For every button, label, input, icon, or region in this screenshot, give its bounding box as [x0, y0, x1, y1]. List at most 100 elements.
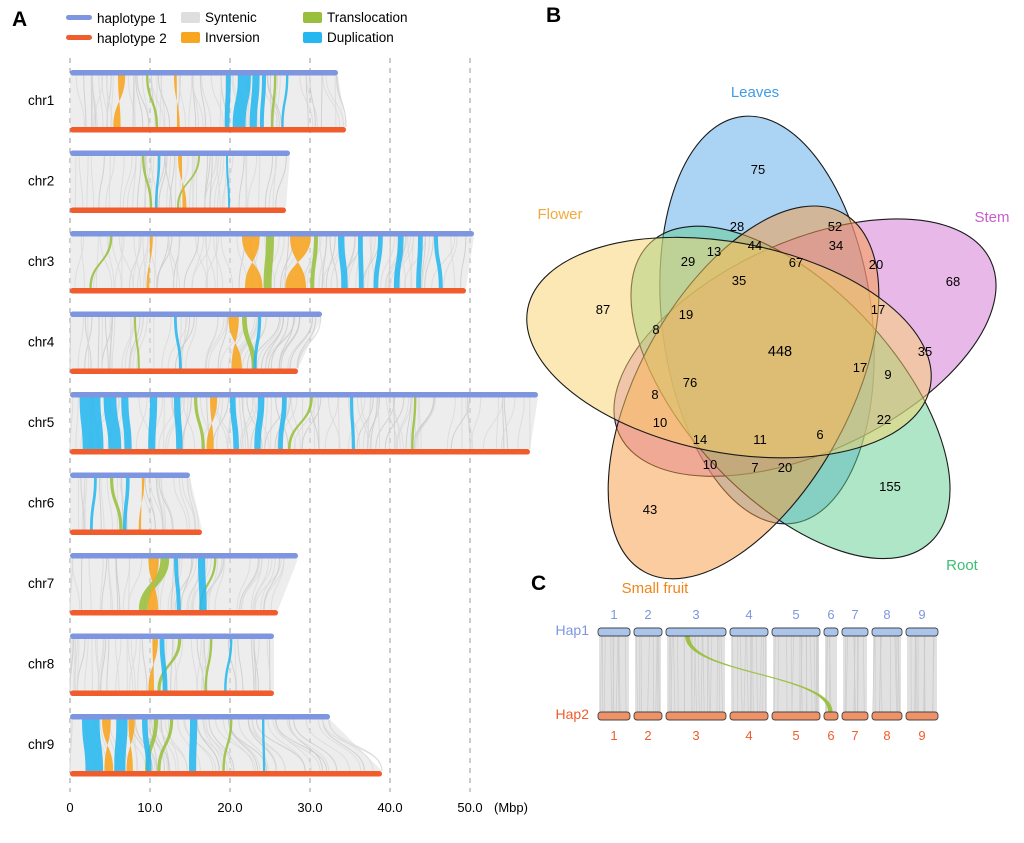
syntenic-strand [99, 558, 104, 611]
syntenic-strand [189, 477, 200, 530]
duplication-ribbon [79, 397, 104, 449]
translocation-ribbon [177, 156, 200, 208]
syntenic-strand [443, 236, 458, 289]
duplication-ribbon [224, 639, 233, 691]
syntenic-strand [77, 316, 84, 369]
hap1-bar [70, 150, 290, 156]
syntenic-strand [115, 638, 122, 691]
syntenic-strand [199, 75, 207, 128]
legend-label: Translocation [327, 10, 408, 25]
syntenic-strand [418, 397, 422, 450]
syntenic-strand [178, 477, 191, 530]
duplication-ribbon [259, 75, 266, 127]
syntenic-strand [732, 635, 734, 713]
syntenic-strand [220, 236, 233, 289]
translocation-ribbon [134, 317, 140, 369]
translocation-ribbon [242, 317, 257, 369]
syntenic-strand [122, 155, 133, 208]
hap2-bar [70, 529, 202, 535]
syntenic-strand [773, 635, 776, 713]
syntenic-strand [98, 75, 104, 128]
venn-region-count: 155 [879, 479, 901, 494]
syntenic-strand [111, 236, 122, 289]
hap1-chromosome-bar [665, 627, 727, 637]
hap2-bar [70, 610, 278, 616]
syntenic-strand [106, 638, 110, 691]
duplication-ribbon [224, 75, 231, 127]
venn-region-count: 10 [703, 457, 717, 472]
syntenic-strand [914, 635, 917, 713]
syntenic-strand [517, 397, 525, 450]
syntenic-strand [309, 75, 316, 128]
syntenic-strand [377, 397, 381, 450]
syntenic-strand [275, 719, 328, 772]
hap2-bar [70, 368, 298, 374]
syntenic-strand [153, 236, 157, 289]
syntenic-strand [97, 316, 100, 369]
syntenic-strand [74, 155, 77, 208]
chromosome-label: chr7 [28, 576, 54, 591]
syntenic-strand [786, 635, 788, 713]
x-axis-tick-label: 10.0 [137, 800, 162, 815]
venn-region-count: 20 [869, 257, 883, 272]
syntenic-strand [327, 397, 341, 450]
hap1-chromosome-number: 1 [610, 607, 617, 622]
syntenic-strand [813, 635, 816, 713]
translocation-ribbon [139, 558, 170, 610]
syntenic-strand [364, 236, 376, 289]
venn-region-count: 87 [596, 302, 610, 317]
panel-b-label: B [546, 4, 562, 27]
duplication-ribbon [114, 719, 128, 771]
syntenic-strand [165, 397, 183, 450]
x-axis-tick-label: 30.0 [297, 800, 322, 815]
syntenic-strand [105, 75, 113, 128]
hap2-bar [70, 207, 286, 213]
syntenic-strand [236, 558, 251, 611]
syntenic-strand [284, 236, 289, 289]
duplication-ribbon [174, 558, 181, 610]
syntenic-strand [128, 236, 142, 289]
syntenic-strand [325, 236, 336, 289]
syntenic-strand [403, 236, 426, 289]
syntenic-strand [384, 397, 405, 450]
syntenic-strand [173, 638, 178, 691]
legend-label: Inversion [205, 30, 260, 45]
venn-region-count: 10 [653, 415, 667, 430]
syntenic-strand [266, 638, 271, 691]
syntenic-strand [122, 558, 131, 611]
syntenic-strand [879, 635, 882, 713]
inversion-ribbon [126, 719, 135, 771]
syntenic-strand [207, 316, 228, 369]
syntenic-strand [321, 236, 327, 289]
hap2-bar [70, 690, 274, 696]
duplication-ribbon [350, 397, 355, 449]
syntenic-strand [305, 719, 350, 772]
syntenic-strand [270, 75, 272, 128]
translocation-ribbon [157, 719, 174, 771]
venn-region-count: 75 [751, 162, 765, 177]
duplication-ribbon [281, 75, 289, 127]
hap1-bar [70, 70, 338, 76]
syntenic-strand [147, 719, 171, 772]
duplication-ribbon [416, 236, 423, 288]
syntenic-strand [242, 316, 268, 369]
duplication-ribbon [253, 317, 262, 369]
syntenic-strand [141, 638, 148, 691]
syntenic-strand [894, 635, 898, 713]
venn-set-label: Stem [974, 209, 1009, 226]
syntenic-strand [75, 397, 79, 450]
syntenic-strand [268, 316, 295, 369]
hap1-chromosome-number: 7 [851, 607, 858, 622]
chromosome-label: chr1 [28, 93, 54, 108]
syntenic-strand [101, 558, 108, 611]
hap1-bar [70, 553, 298, 559]
syntenic-strand [87, 316, 90, 369]
duplication-ribbon [90, 478, 97, 530]
syntenic-strand [74, 236, 85, 289]
syntenic-strand [777, 635, 780, 713]
syntenic-strand [264, 155, 273, 208]
syntenic-strand [275, 75, 281, 128]
hap2-chromosome-bar [665, 711, 727, 721]
syntenic-strand [214, 155, 222, 208]
syntenic-strand [247, 155, 258, 208]
